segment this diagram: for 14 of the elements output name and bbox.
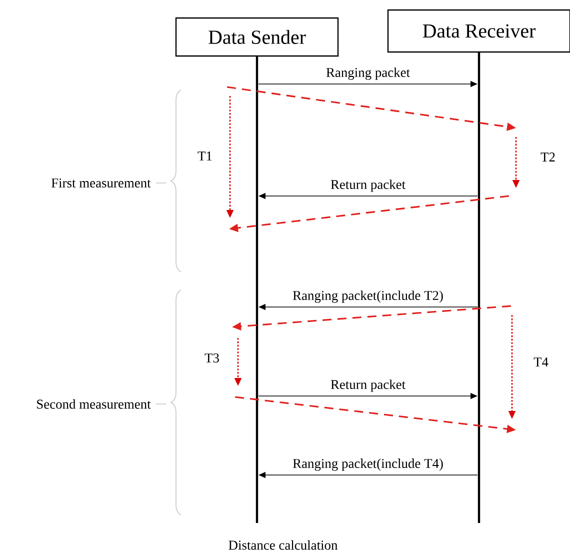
- time-label: T2: [540, 152, 555, 162]
- time-label: T3: [204, 353, 219, 362]
- participant-box: Data Sender: [175, 17, 339, 57]
- message-label: Return packet: [330, 180, 406, 192]
- text-label: Distance calculation: [228, 540, 338, 550]
- message-label: Ranging packet(include T2): [292, 290, 443, 303]
- text-label: First measurement: [51, 178, 151, 188]
- message-label: Return packet: [330, 380, 406, 392]
- time-label: T1: [198, 152, 212, 160]
- message-label: Ranging packet(include T4): [292, 458, 443, 471]
- time-label: T4: [534, 358, 548, 366]
- participant-box: Data Receiver: [387, 9, 570, 53]
- message-label: Ranging packet: [326, 68, 410, 80]
- text-label: Second measurement: [37, 399, 151, 409]
